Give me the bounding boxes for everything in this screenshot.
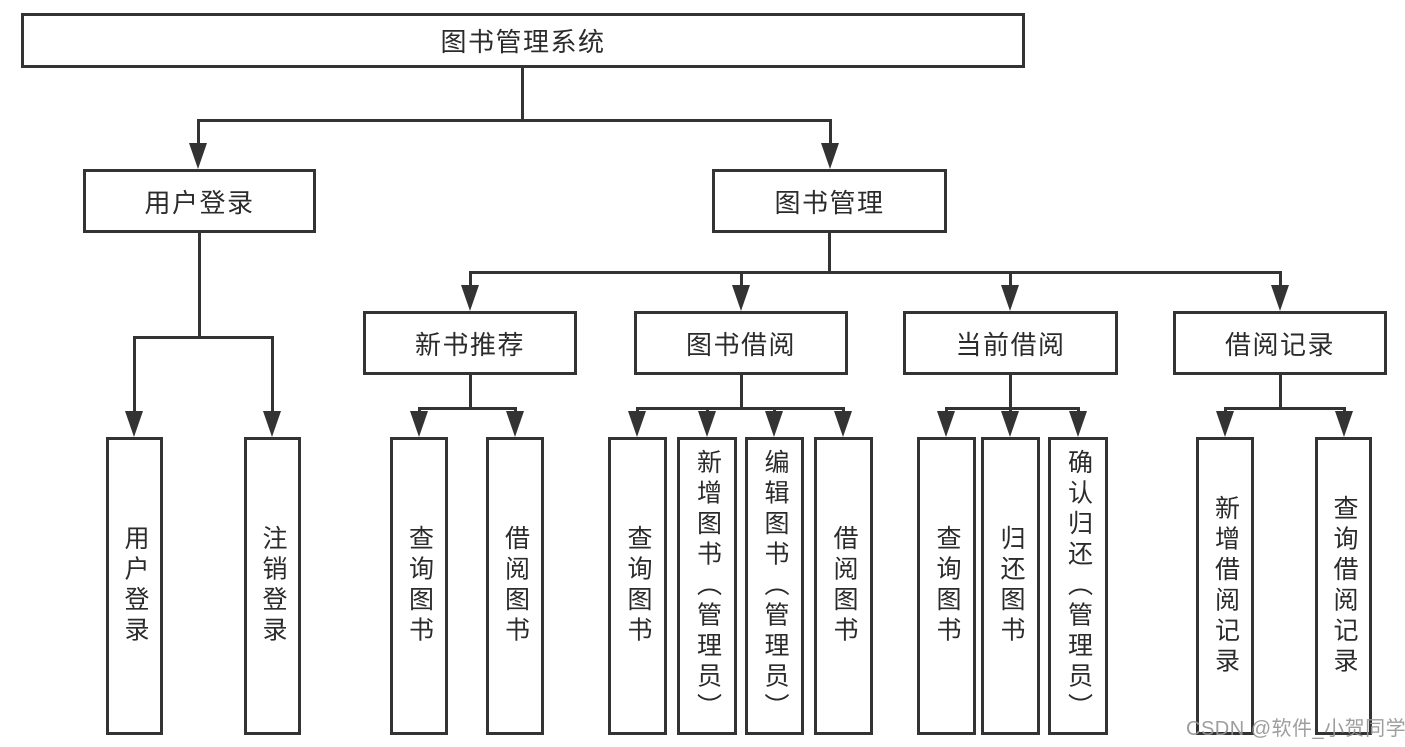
connector-drop-leaf-login <box>133 336 136 414</box>
connector-book-borrow-rail <box>636 407 845 410</box>
connector-borrow-records-stub <box>1279 375 1282 409</box>
connector-level2-rail <box>197 119 832 122</box>
node-user-login: 用户登录 <box>83 169 316 233</box>
connector-current-borrow-stub <box>1009 375 1012 409</box>
csdn-watermark: CSDN @软件_小贺同学 <box>1186 718 1405 740</box>
leaf-user-login: 用户登录 <box>106 437 163 735</box>
arrowhead-cb-confirm <box>1069 411 1087 437</box>
leaf-logout: 注销登录 <box>244 437 301 735</box>
connector-drop-new-books <box>469 271 472 288</box>
arrowhead-cb-query <box>937 411 955 437</box>
node-root: 图书管理系统 <box>21 13 1025 68</box>
leaf-cb-query-books: 查询图书 <box>917 437 976 735</box>
connector-borrow-records-rail <box>1224 407 1346 410</box>
leaf-nb-borrow-books: 借阅图书 <box>486 437 544 735</box>
connector-drop-leaf-logout <box>271 336 274 414</box>
leaf-cb-return-books: 归还图书 <box>981 437 1040 735</box>
arrowhead-current-borrow <box>1001 285 1019 311</box>
connector-drop-book-borrow <box>740 271 743 288</box>
node-book-borrow: 图书借阅 <box>634 311 848 375</box>
arrowhead-leaf-logout <box>263 411 281 437</box>
arrowhead-bb-edit <box>765 411 783 437</box>
connector-drop-current-borrow <box>1009 271 1012 288</box>
arrowhead-nb-borrow <box>506 411 524 437</box>
arrowhead-cb-return <box>1001 411 1019 437</box>
leaf-nb-query-books: 查询图书 <box>390 437 448 735</box>
connector-current-borrow-rail <box>945 407 1080 410</box>
arrowhead-user-login <box>189 143 207 169</box>
arrowhead-new-books <box>461 285 479 311</box>
arrowhead-br-query <box>1335 411 1353 437</box>
connector-book-borrow-stub <box>740 375 743 409</box>
connector-drop-user-login <box>197 119 200 147</box>
node-book-mgmt: 图书管理 <box>712 169 947 233</box>
leaf-bb-borrow-books: 借阅图书 <box>814 437 873 735</box>
connector-drop-borrow-records <box>1279 271 1282 288</box>
leaf-br-add-record: 新增借阅记录 <box>1196 437 1254 735</box>
connector-book-mgmt-stub <box>828 233 831 273</box>
node-current-borrow: 当前借阅 <box>903 311 1118 375</box>
connector-root-stub <box>521 68 524 121</box>
arrowhead-br-add <box>1216 411 1234 437</box>
leaf-bb-add-books-admin: 新增图书（管理员） <box>677 437 737 735</box>
arrowhead-bb-borrow <box>834 411 852 437</box>
leaf-bb-query-books: 查询图书 <box>608 437 667 735</box>
leaf-bb-edit-books-admin: 编辑图书（管理员） <box>745 437 804 735</box>
arrowhead-bb-add <box>698 411 716 437</box>
arrowhead-book-borrow <box>732 285 750 311</box>
arrowhead-bb-query <box>628 411 646 437</box>
connector-level3-rail <box>469 271 1282 274</box>
leaf-br-query-record: 查询借阅记录 <box>1315 437 1372 735</box>
connector-user-login-rail <box>133 336 274 339</box>
connector-user-login-stub <box>198 233 201 338</box>
node-new-books: 新书推荐 <box>363 311 577 375</box>
arrowhead-book-mgmt <box>821 143 839 169</box>
arrowhead-leaf-login <box>125 411 143 437</box>
arrowhead-borrow-records <box>1271 285 1289 311</box>
connector-new-books-rail <box>418 407 517 410</box>
node-borrow-records: 借阅记录 <box>1173 311 1387 375</box>
connector-drop-book-mgmt <box>829 119 832 147</box>
arrowhead-nb-query <box>410 411 428 437</box>
leaf-cb-confirm-return-admin: 确认归还（管理员） <box>1048 437 1108 735</box>
connector-new-books-stub <box>469 375 472 409</box>
